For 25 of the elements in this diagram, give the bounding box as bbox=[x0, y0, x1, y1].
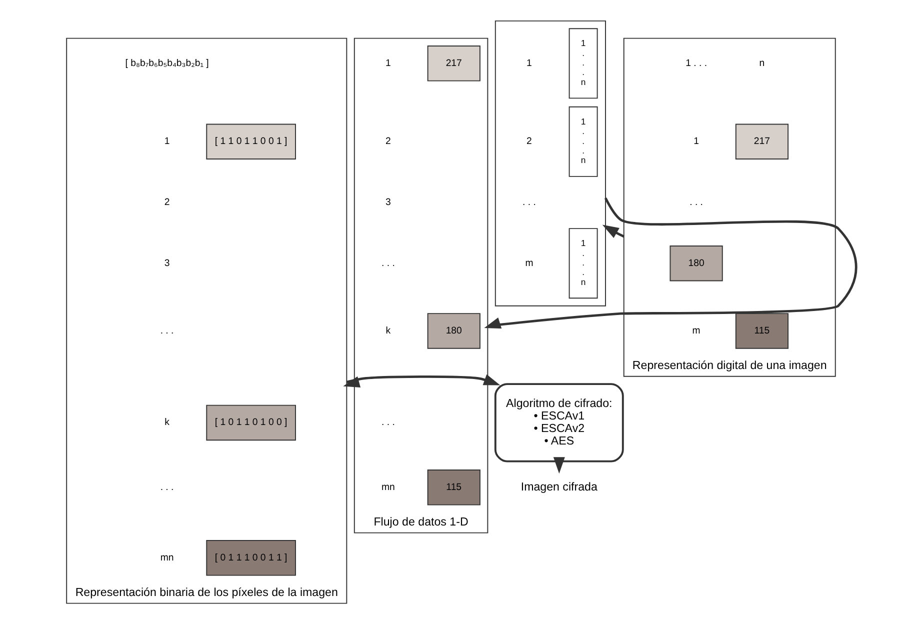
node-text: Imagen cifrada bbox=[520, 481, 598, 494]
label: m bbox=[525, 258, 534, 269]
label: m bbox=[692, 325, 700, 336]
label: . . . bbox=[690, 196, 703, 208]
label: . . . bbox=[382, 258, 395, 269]
label: . . . bbox=[522, 196, 536, 208]
label: k bbox=[386, 325, 391, 336]
label: . . . bbox=[160, 325, 174, 336]
label: 3 bbox=[164, 258, 170, 269]
label: 1 bbox=[164, 136, 170, 148]
label: k bbox=[164, 417, 170, 428]
label: [ b₈b₇b₆b₅b₄b₃b₂b₁ ] bbox=[125, 58, 209, 69]
label: mn bbox=[382, 482, 395, 493]
label: 2 bbox=[164, 196, 170, 208]
label: . . . bbox=[382, 417, 395, 428]
label: 1 bbox=[694, 136, 699, 148]
label: 2 bbox=[526, 136, 532, 148]
label: n bbox=[759, 58, 765, 69]
label: . . . bbox=[160, 482, 174, 493]
label: 2 bbox=[386, 136, 391, 148]
label: 3 bbox=[386, 196, 391, 208]
label: mn bbox=[160, 552, 174, 564]
label: 1 . . . bbox=[686, 58, 708, 69]
label: 1 bbox=[526, 58, 532, 69]
label: 1 bbox=[386, 58, 391, 69]
